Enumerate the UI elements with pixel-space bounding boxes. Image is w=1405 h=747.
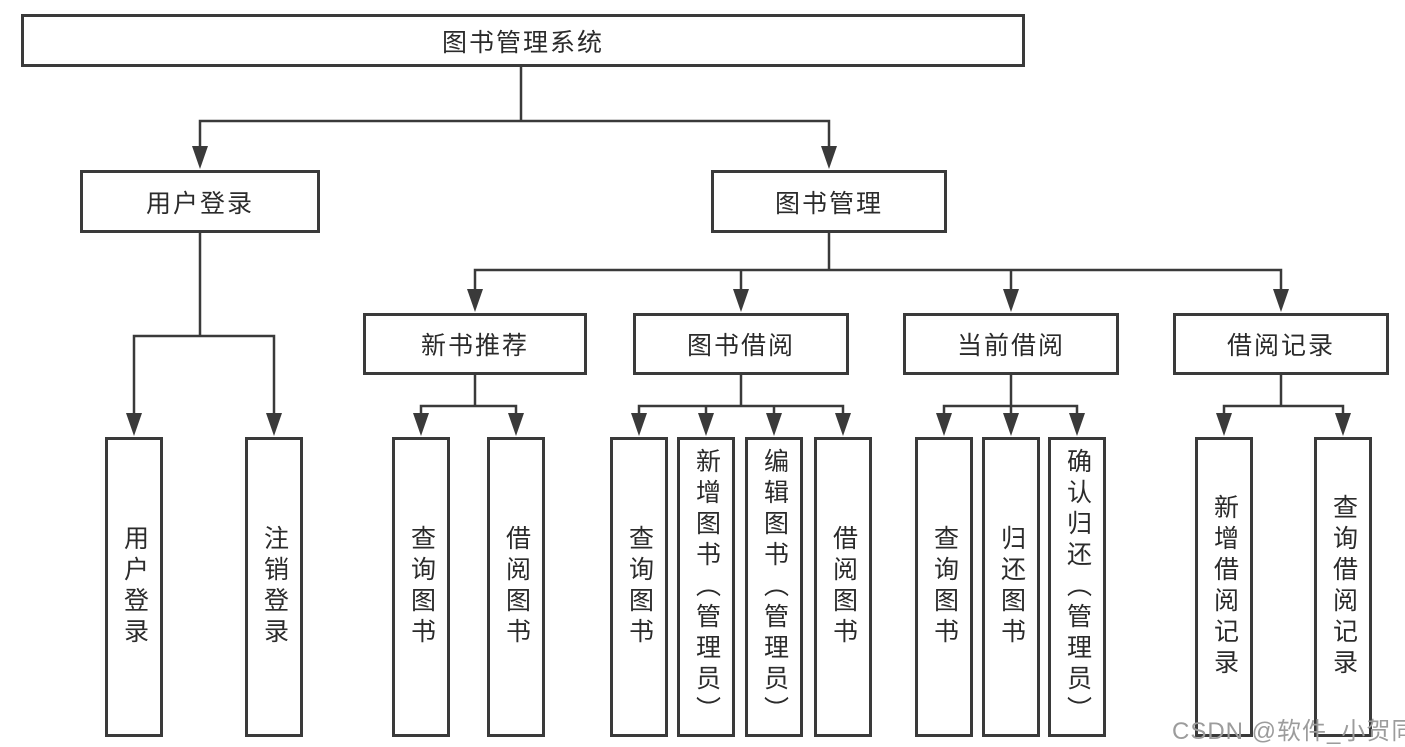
connector-borrow-branch: [637, 404, 845, 414]
node-book-management: 图书管理: [711, 170, 947, 233]
leaf-borrow-edit-books-admin: 编辑图书（管理员）: [745, 437, 803, 737]
leaf-label: 借阅图书: [829, 525, 858, 649]
node-library-system: 图书管理系统: [21, 14, 1025, 67]
arrow-to-borrow: [733, 289, 749, 312]
leaf-label: 查询图书: [407, 525, 436, 649]
arrow-leaf-11: [1069, 413, 1085, 436]
leaf-login-user-login: 用户登录: [105, 437, 163, 737]
arrow-leaf-10: [1003, 413, 1019, 436]
leaf-borrow-borrow-books: 借阅图书: [814, 437, 872, 737]
arrowheads: [126, 146, 1351, 436]
leaf-recommend-query-books: 查询图书: [392, 437, 450, 737]
arrow-to-book-management: [821, 146, 837, 169]
csdn-watermark: CSDN @软件_小贺同学: [1172, 718, 1405, 745]
arrow-leaf-7: [766, 413, 782, 436]
connector-recommend-branch: [419, 404, 518, 414]
node-user-login: 用户登录: [80, 170, 320, 233]
leaf-label: 查询图书: [930, 525, 959, 649]
connector-login-branch: [132, 334, 276, 413]
leaf-label: 确认归还（管理员）: [1063, 447, 1092, 727]
arrow-leaf-5: [631, 413, 647, 436]
connector-level1-branch: [198, 119, 831, 148]
leaf-login-logout: 注销登录: [245, 437, 303, 737]
leaf-label: 查询图书: [625, 525, 654, 649]
arrow-leaf-3: [413, 413, 429, 436]
connector-level2-branch: [473, 268, 1283, 290]
arrow-leaf-1: [126, 413, 142, 436]
leaf-current-query-books: 查询图书: [915, 437, 973, 737]
node-current-borrowing: 当前借阅: [903, 313, 1119, 375]
leaf-label: 新增图书（管理员）: [692, 447, 721, 727]
arrow-leaf-12: [1216, 413, 1232, 436]
connector-records-branch: [1222, 404, 1345, 414]
arrow-leaf-8: [835, 413, 851, 436]
arrow-leaf-4: [508, 413, 524, 436]
leaf-current-confirm-return-admin: 确认归还（管理员）: [1048, 437, 1106, 737]
leaf-records-add-record: 新增借阅记录: [1195, 437, 1253, 737]
leaf-borrow-add-books-admin: 新增图书（管理员）: [677, 437, 735, 737]
leaf-label: 编辑图书（管理员）: [760, 447, 789, 727]
leaf-label: 借阅图书: [502, 525, 531, 649]
leaf-label: 注销登录: [260, 525, 289, 649]
leaf-label: 归还图书: [997, 525, 1026, 649]
arrow-leaf-6: [698, 413, 714, 436]
arrow-leaf-13: [1335, 413, 1351, 436]
leaf-records-query-record: 查询借阅记录: [1314, 437, 1372, 737]
arrow-to-records: [1273, 289, 1289, 312]
leaf-borrow-query-books: 查询图书: [610, 437, 668, 737]
leaf-recommend-borrow-books: 借阅图书: [487, 437, 545, 737]
connector-group: [132, 67, 1345, 414]
arrow-to-current: [1003, 289, 1019, 312]
leaf-label: 查询借阅记录: [1329, 494, 1358, 680]
node-borrowing-records: 借阅记录: [1173, 313, 1389, 375]
leaf-label: 新增借阅记录: [1210, 494, 1239, 680]
node-book-borrowing: 图书借阅: [633, 313, 849, 375]
arrow-leaf-9: [936, 413, 952, 436]
leaf-label: 用户登录: [120, 525, 149, 649]
leaf-current-return-books: 归还图书: [982, 437, 1040, 737]
arrow-to-user-login: [192, 146, 208, 169]
node-new-book-recommendation: 新书推荐: [363, 313, 587, 375]
arrow-leaf-2: [266, 413, 282, 436]
arrow-to-recommend: [467, 289, 483, 312]
